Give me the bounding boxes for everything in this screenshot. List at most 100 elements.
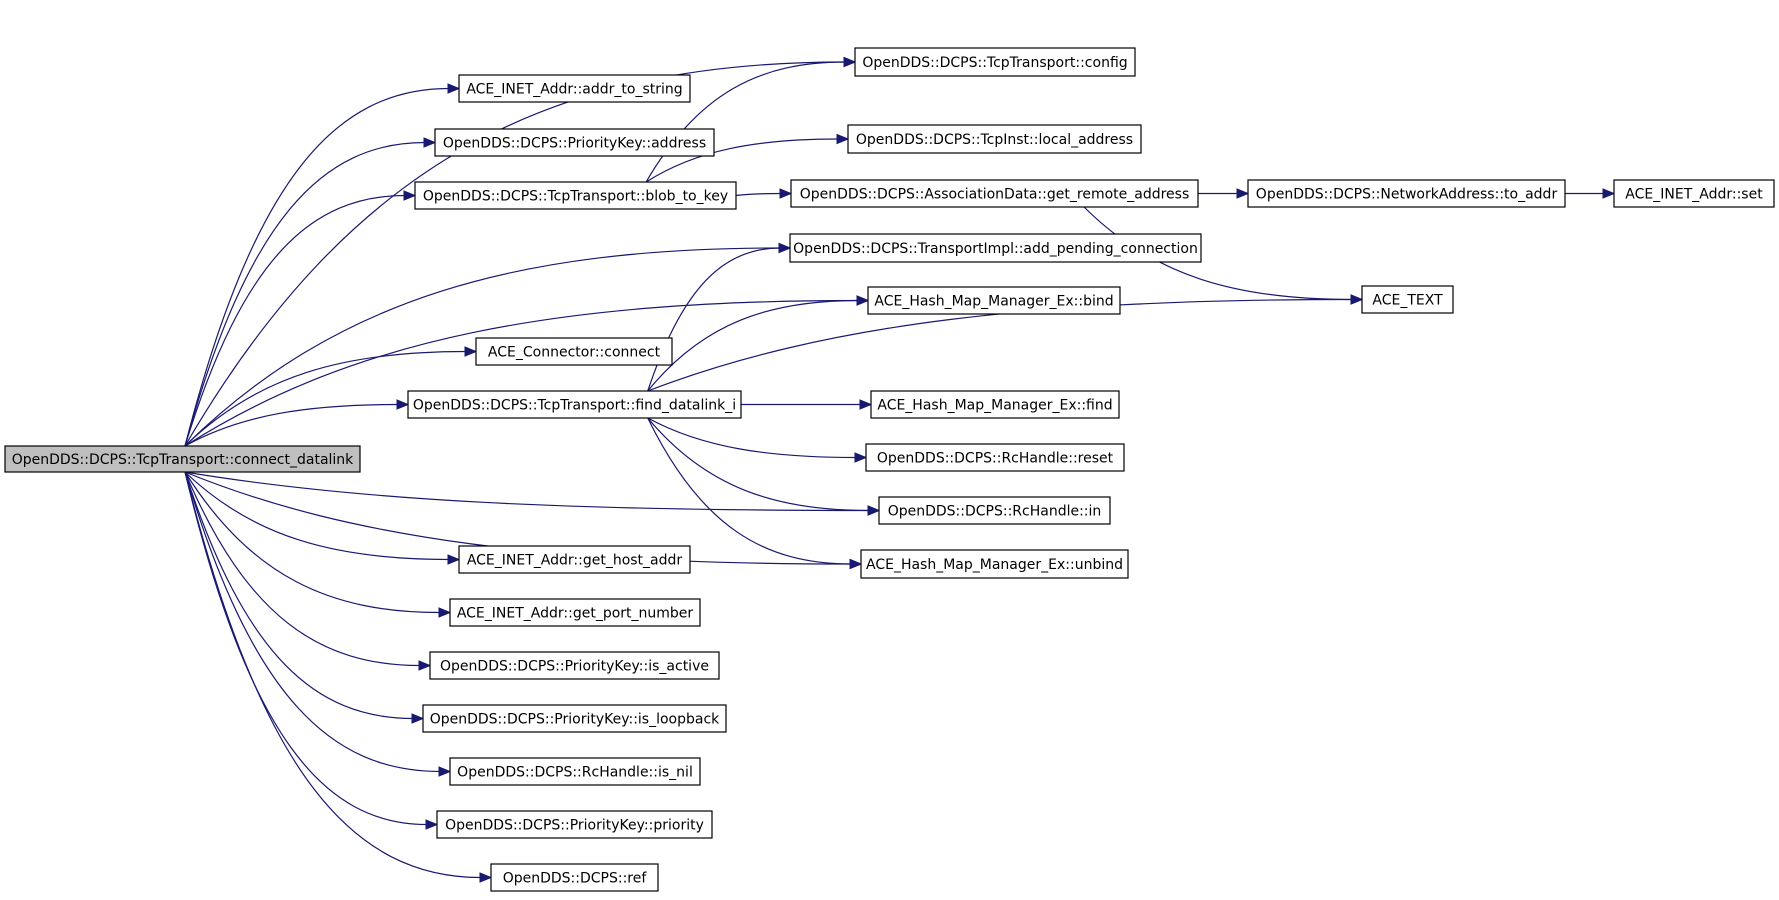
arrowhead-fdl-to-apc bbox=[778, 242, 792, 254]
node-label: OpenDDS::DCPS::TransportImpl::add_pendin… bbox=[793, 241, 1198, 257]
node-reset[interactable]: OpenDDS::DCPS::RcHandle::reset bbox=[865, 443, 1125, 472]
arrowhead-b2k-to-cfg bbox=[843, 56, 857, 68]
node-label: ACE_INET_Addr::addr_to_string bbox=[466, 82, 682, 98]
node-label: ACE_TEXT bbox=[1372, 293, 1443, 309]
node-b2k[interactable]: OpenDDS::DCPS::TcpTransport::blob_to_key bbox=[414, 181, 737, 210]
arrowhead-fdl-to-bind bbox=[856, 295, 870, 306]
node-a2s[interactable]: ACE_INET_Addr::addr_to_string bbox=[458, 74, 691, 103]
edge-root-to-gha bbox=[184, 471, 450, 561]
node-txt[interactable]: ACE_TEXT bbox=[1361, 285, 1454, 314]
node-la[interactable]: OpenDDS::DCPS::TcpInst::local_address bbox=[847, 124, 1142, 154]
node-label: OpenDDS::DCPS::NetworkAddress::to_addr bbox=[1256, 187, 1558, 203]
edge-root-to-apc bbox=[184, 247, 781, 447]
node-act[interactable]: OpenDDS::DCPS::PriorityKey::is_active bbox=[429, 651, 720, 680]
arrowhead-root-to-ref bbox=[479, 872, 493, 883]
node-label: OpenDDS::DCPS::RcHandle::in bbox=[888, 504, 1102, 520]
node-nil[interactable]: OpenDDS::DCPS::RcHandle::is_nil bbox=[449, 757, 701, 786]
edges-layer bbox=[184, 56, 1616, 883]
node-label: ACE_INET_Addr::set bbox=[1625, 187, 1763, 203]
node-box bbox=[414, 181, 737, 210]
node-loop[interactable]: OpenDDS::DCPS::PriorityKey::is_loopback bbox=[422, 704, 727, 733]
node-box bbox=[429, 651, 720, 680]
node-cfg[interactable]: OpenDDS::DCPS::TcpTransport::config bbox=[854, 47, 1136, 77]
edge-root-to-unb bbox=[184, 471, 852, 565]
arrowhead-toa-to-aset bbox=[1602, 188, 1616, 199]
node-box bbox=[436, 810, 713, 839]
node-box bbox=[1613, 179, 1775, 208]
node-pka[interactable]: OpenDDS::DCPS::PriorityKey::address bbox=[434, 128, 715, 157]
edge-root-to-fdl bbox=[184, 403, 399, 447]
arrowhead-root-to-pka bbox=[423, 137, 437, 148]
node-box bbox=[865, 443, 1125, 472]
node-label: OpenDDS::DCPS::RcHandle::reset bbox=[877, 451, 1114, 467]
node-gpn[interactable]: ACE_INET_Addr::get_port_number bbox=[449, 598, 701, 627]
arrowhead-fdl-to-in bbox=[867, 505, 881, 516]
node-gha[interactable]: ACE_INET_Addr::get_host_addr bbox=[458, 545, 691, 574]
arrowhead-b2k-to-grm bbox=[779, 188, 793, 199]
node-fdl[interactable]: OpenDDS::DCPS::TcpTransport::find_datali… bbox=[407, 390, 742, 419]
node-find[interactable]: ACE_Hash_Map_Manager_Ex::find bbox=[870, 390, 1120, 419]
node-bind[interactable]: ACE_Hash_Map_Manager_Ex::bind bbox=[867, 286, 1121, 315]
arrowhead-root-to-prio bbox=[425, 819, 439, 830]
node-box bbox=[1247, 179, 1566, 208]
node-label: OpenDDS::DCPS::TcpTransport::config bbox=[862, 55, 1127, 71]
node-box bbox=[458, 545, 691, 574]
node-label: OpenDDS::DCPS::PriorityKey::address bbox=[443, 136, 706, 152]
node-conn[interactable]: ACE_Connector::connect bbox=[475, 337, 673, 366]
node-ref[interactable]: OpenDDS::DCPS::ref bbox=[490, 863, 659, 892]
edge-fdl-to-bind bbox=[647, 299, 859, 392]
node-label: OpenDDS::DCPS::ref bbox=[503, 871, 648, 887]
node-aset[interactable]: ACE_INET_Addr::set bbox=[1613, 179, 1775, 208]
edge-grm-to-txt bbox=[1083, 206, 1353, 301]
edge-root-to-act bbox=[184, 471, 421, 667]
node-label: OpenDDS::DCPS::TcpInst::local_address bbox=[856, 132, 1133, 148]
node-prio[interactable]: OpenDDS::DCPS::PriorityKey::priority bbox=[436, 810, 713, 839]
node-label: ACE_Hash_Map_Manager_Ex::bind bbox=[874, 294, 1113, 310]
edge-root-to-pka bbox=[184, 141, 426, 447]
node-label: ACE_INET_Addr::get_host_addr bbox=[467, 553, 683, 569]
node-label: OpenDDS::DCPS::TcpTransport::blob_to_key bbox=[423, 189, 728, 205]
node-box bbox=[449, 757, 701, 786]
node-label: OpenDDS::DCPS::TcpTransport::find_datali… bbox=[413, 398, 736, 414]
node-label: ACE_INET_Addr::get_port_number bbox=[457, 606, 694, 622]
node-box bbox=[449, 598, 701, 627]
node-in[interactable]: OpenDDS::DCPS::RcHandle::in bbox=[878, 496, 1111, 525]
node-grm[interactable]: OpenDDS::DCPS::AssociationData::get_remo… bbox=[790, 179, 1199, 208]
node-box bbox=[1361, 285, 1454, 314]
node-box bbox=[490, 863, 659, 892]
node-label: OpenDDS::DCPS::PriorityKey::is_loopback bbox=[430, 712, 720, 728]
edge-b2k-to-grm bbox=[735, 192, 782, 197]
node-toa[interactable]: OpenDDS::DCPS::NetworkAddress::to_addr bbox=[1247, 179, 1566, 208]
node-root[interactable]: OpenDDS::DCPS::TcpTransport::connect_dat… bbox=[4, 445, 361, 473]
node-label: OpenDDS::DCPS::PriorityKey::is_active bbox=[440, 659, 709, 675]
node-box bbox=[407, 390, 742, 419]
edge-fdl-to-txt bbox=[647, 298, 1353, 392]
node-box bbox=[860, 549, 1129, 579]
edge-root-to-bind bbox=[184, 299, 859, 447]
edge-root-to-gpn bbox=[184, 471, 441, 614]
arrowhead-root-to-gha bbox=[447, 554, 461, 565]
node-box bbox=[475, 337, 673, 366]
node-box bbox=[434, 128, 715, 157]
node-label: OpenDDS::DCPS::PriorityKey::priority bbox=[445, 818, 704, 834]
node-label: OpenDDS::DCPS::RcHandle::is_nil bbox=[457, 765, 693, 781]
arrowhead-root-to-fdl bbox=[396, 399, 410, 410]
node-label: OpenDDS::DCPS::TcpTransport::connect_dat… bbox=[12, 452, 354, 468]
node-box bbox=[789, 233, 1202, 263]
arrowhead-fdl-to-reset bbox=[854, 452, 868, 463]
node-box bbox=[878, 496, 1111, 525]
edge-root-to-in bbox=[184, 471, 870, 512]
node-box bbox=[4, 445, 361, 473]
node-label: ACE_Hash_Map_Manager_Ex::unbind bbox=[866, 557, 1123, 573]
node-unb[interactable]: ACE_Hash_Map_Manager_Ex::unbind bbox=[860, 549, 1129, 579]
node-apc[interactable]: OpenDDS::DCPS::TransportImpl::add_pendin… bbox=[789, 233, 1202, 263]
arrowhead-fdl-to-find bbox=[859, 399, 873, 410]
arrowhead-root-to-act bbox=[418, 660, 432, 671]
node-box bbox=[854, 47, 1136, 77]
arrowhead-grm-to-toa bbox=[1236, 188, 1250, 199]
arrowhead-fdl-to-txt bbox=[1350, 294, 1364, 305]
nodes-layer: OpenDDS::DCPS::TcpTransport::connect_dat… bbox=[4, 47, 1775, 892]
node-box bbox=[422, 704, 727, 733]
edge-fdl-to-unb bbox=[647, 417, 852, 565]
